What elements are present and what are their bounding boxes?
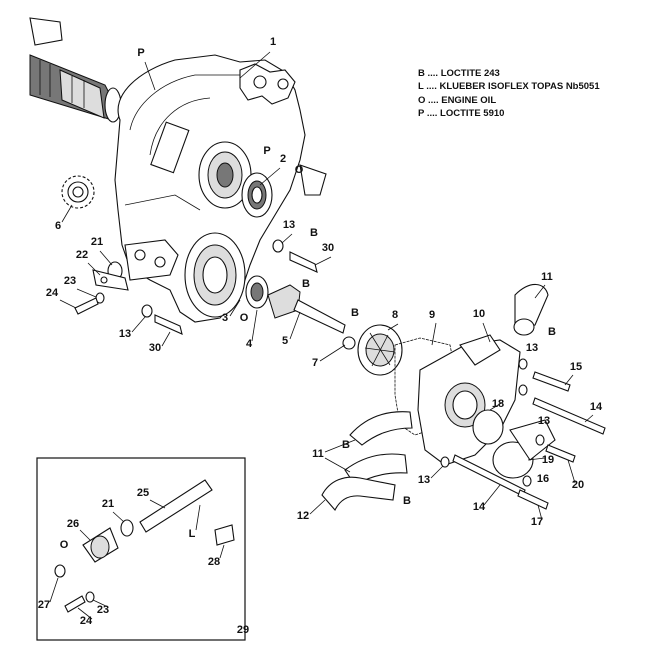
seal-2 [241,172,273,218]
pump-cover [394,334,521,466]
impeller-8 [357,324,403,376]
callout-o1: O [295,164,304,176]
callout-c23a: 23 [64,275,76,287]
callout-c10: 10 [473,308,485,320]
callout-c13a: 13 [283,219,295,231]
callout-c2: 2 [280,153,286,165]
callout-c1: 1 [270,36,276,48]
callout-c4: 4 [246,338,253,350]
legend-row-o: O .... ENGINE OIL [418,94,497,106]
callout-c13e: 13 [418,474,430,486]
callout-c30b: 30 [149,342,161,354]
engine-housing [114,54,327,323]
callout-b1: B [310,227,318,239]
small-parts-left [74,261,129,315]
callout-c12: 12 [297,510,309,522]
callout-b2: B [302,278,310,290]
callout-c21b: 21 [102,498,114,510]
legend: B .... LOCTITE 243 L .... KLUEBER ISOFLE… [418,67,600,120]
callout-c26: 26 [67,518,79,530]
callout-o3: O [60,539,69,551]
callout-c19: 19 [542,454,554,466]
callout-c22: 22 [76,249,88,261]
callout-c25: 25 [137,487,149,499]
thermostat-and-bolts [440,358,606,510]
elbow-11 [513,283,549,336]
callout-c21a: 21 [91,236,103,248]
legend-row-l: L .... KLUEBER ISOFLEX TOPAS Nb5051 [418,81,600,93]
leader-lines [49,51,594,620]
callout-c8: 8 [392,309,398,321]
callout-c7: 7 [312,357,318,369]
callout-c9: 9 [429,309,435,321]
callout-p2: P [263,145,270,157]
callout-c13b: 13 [119,328,131,340]
callout-b3: B [351,307,359,319]
inset-frame [36,457,246,641]
callout-c11a: 11 [541,271,553,283]
washer-bolt-upper [141,239,318,335]
callout-c15: 15 [570,361,582,373]
callout-c17: 17 [531,516,543,528]
callout-b5: B [342,439,350,451]
callout-o2: O [240,312,249,324]
callout-l1: L [189,528,196,540]
callout-c20: 20 [572,479,584,491]
callout-c16: 16 [537,473,549,485]
pump-shaft [245,275,356,350]
legend-row-p: P .... LOCTITE 5910 [418,107,505,119]
callout-c6: 6 [55,220,61,232]
callout-c30a: 30 [322,242,334,254]
callout-c28: 28 [208,556,220,568]
legend-row-b: B .... LOCTITE 243 [418,68,500,79]
callout-c24b: 24 [80,615,93,627]
callout-c3: 3 [222,312,228,324]
crankshaft-stub [29,17,122,123]
callout-c14b: 14 [473,501,486,513]
inset-parts [54,479,235,613]
callout-p1: P [137,47,144,59]
hose-bends [321,411,413,511]
callout-b4: B [548,326,556,338]
callout-c11b: 11 [312,448,324,460]
callout-c18: 18 [492,398,504,410]
callout-c5: 5 [282,335,288,347]
sprocket-6 [61,175,95,209]
callout-c13d: 13 [538,415,550,427]
callout-c14a: 14 [590,401,603,413]
callout-c29: 29 [237,624,249,636]
callout-c23b: 23 [97,604,109,616]
callout-c27: 27 [38,599,50,611]
callout-c24a: 24 [46,287,59,299]
callout-b6: B [403,495,411,507]
callout-c13c: 13 [526,342,538,354]
